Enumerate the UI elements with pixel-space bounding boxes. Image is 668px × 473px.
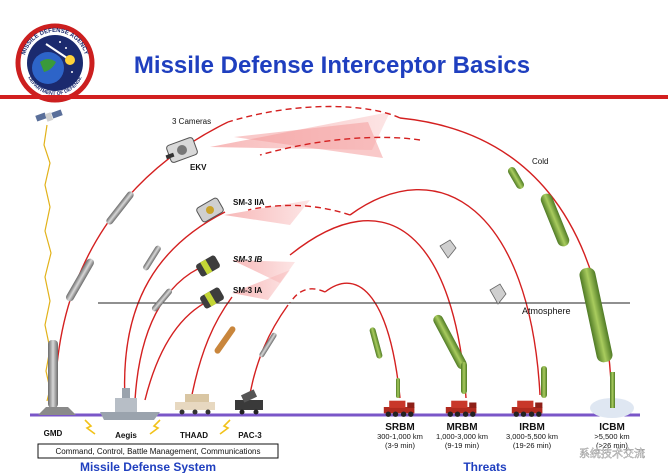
threat-irbm: IRBM 3,000-5,500 km (19-26 min) <box>506 422 558 450</box>
pac3-label: PAC-3 <box>238 431 262 440</box>
threat-mrbm: MRBM 1,000-3,000 km (9-19 min) <box>436 422 488 450</box>
header-rule <box>0 95 668 99</box>
agency-logo: MISSILE DEFENSE AGENCY DEPARTMENT OF DEF… <box>18 26 92 100</box>
sm3-ia-label: SM-3 IA <box>233 286 263 295</box>
svg-text:(9-19 min): (9-19 min) <box>445 441 480 450</box>
mrbm-missile-icon <box>461 362 467 394</box>
satellite-icon <box>35 109 62 121</box>
svg-text:300-1,000 km: 300-1,000 km <box>377 432 423 441</box>
irbm-missile-icon <box>432 313 547 398</box>
sm3-iia-label: SM-3 IIA <box>233 198 265 207</box>
thaad-launcher-icon <box>175 394 215 415</box>
gmd-silo-icon <box>38 340 76 415</box>
threat-icbm: ICBM >5,500 km (>26 min) <box>594 422 629 450</box>
pac3-launcher-icon <box>235 389 263 414</box>
svg-text:3,000-5,500 km: 3,000-5,500 km <box>506 432 558 441</box>
thaad-missile-icon <box>213 325 236 355</box>
ekv-label: EKV <box>190 163 207 172</box>
c2-box-label: Command, Control, Battle Management, Com… <box>56 447 261 456</box>
warhead-icons <box>440 240 506 304</box>
cold-label: Cold <box>532 157 548 166</box>
sm3-iia-kv-icon <box>196 197 225 223</box>
thaad-label: THAAD <box>180 431 208 440</box>
svg-text:(3-9 min): (3-9 min) <box>385 441 416 450</box>
svg-text:>5,500 km: >5,500 km <box>594 432 629 441</box>
pac3-missile-icon <box>258 332 277 358</box>
threats-title: Threats <box>463 460 507 473</box>
watermark-text: 系统技术交流 <box>579 446 645 460</box>
aegis-ship-icon <box>100 388 160 420</box>
icbm-missile-icon <box>507 166 614 364</box>
icbm-launch-site-icon <box>590 372 634 418</box>
threat-srbm: SRBM 300-1,000 km (3-9 min) <box>377 422 423 450</box>
gmd-interceptor-icon <box>65 190 136 303</box>
defense-system-title: Missile Defense System <box>80 460 216 473</box>
atmosphere-label: Atmosphere <box>522 306 571 316</box>
ekv-icon <box>166 137 199 163</box>
page-title: Missile Defense Interceptor Basics <box>134 52 530 79</box>
aegis-label: Aegis <box>115 431 137 440</box>
cameras-label: 3 Cameras <box>172 117 211 126</box>
gmd-label: GMD <box>44 429 63 438</box>
svg-text:(19-26 min): (19-26 min) <box>513 441 552 450</box>
svg-text:1,000-3,000 km: 1,000-3,000 km <box>436 432 488 441</box>
sm3-ib-label: SM-3 IB <box>233 255 263 264</box>
sm3-ia-kv-icon <box>199 286 225 309</box>
comm-link-bolts <box>85 420 230 434</box>
threat-trajectories <box>290 118 612 400</box>
sm3-ib-kv-icon <box>195 254 221 277</box>
